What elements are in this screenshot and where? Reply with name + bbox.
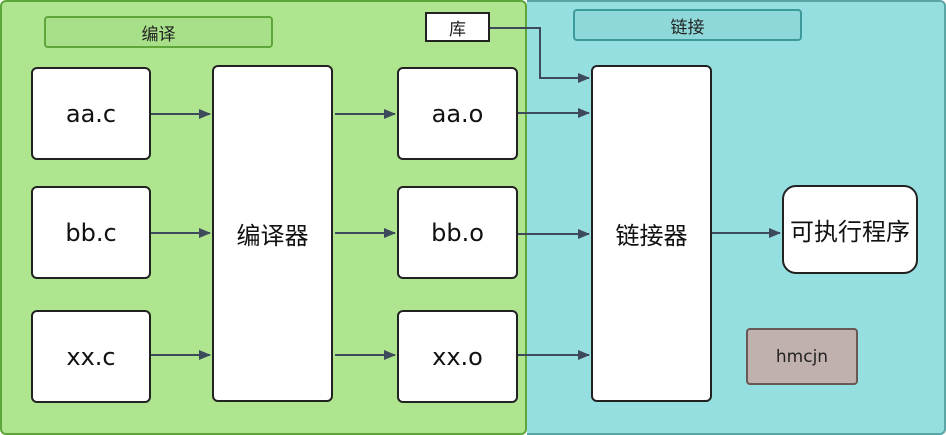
library-box: 库 [425,12,490,42]
arrow-library-to-linker [490,27,590,83]
watermark-label: hmcjn [746,328,858,385]
linker-box: 链接器 [591,65,712,402]
object-file-xx: xx.o [397,310,518,403]
source-file-bb: bb.c [31,186,151,279]
object-file-aa: aa.o [397,67,518,160]
source-file-aa: aa.c [31,67,151,160]
compile-stage-label: 编译 [44,16,273,48]
source-file-xx: xx.c [31,310,151,403]
compiler-box: 编译器 [212,65,333,402]
link-stage-label: 链接 [573,9,802,41]
executable-box: 可执行程序 [782,185,918,274]
object-file-bb: bb.o [397,186,518,279]
